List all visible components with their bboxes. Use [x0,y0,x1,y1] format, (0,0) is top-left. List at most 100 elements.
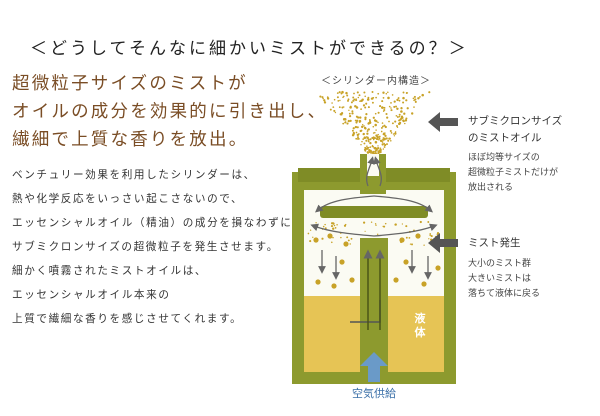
mist-particle [356,126,359,129]
mist-particle [356,133,360,137]
air-supply-label: 空気供給 [352,386,396,400]
small-droplet [423,244,425,246]
mist-particle [366,145,368,147]
mist-title: ミスト発生 [468,236,521,249]
mist-particle [331,102,333,104]
mist-particle [385,137,388,140]
mist-particle [348,109,350,112]
large-droplet [349,277,355,283]
large-droplet [393,277,399,283]
mist-particle [383,146,386,148]
mist-particle [379,151,381,153]
mist-particle [340,92,343,95]
small-droplet [307,232,310,235]
mist-particle [377,121,379,124]
small-droplet [309,240,312,243]
mist-particle [341,90,344,94]
small-droplet [394,223,397,226]
mist-particle [404,122,406,125]
large-droplet [315,279,321,285]
mist-particle [383,143,387,147]
large-droplet [339,259,345,265]
mist-particle [390,109,393,112]
small-droplet [321,237,324,240]
mist-particle [379,147,382,149]
mist-particle [360,143,362,146]
large-droplet [421,281,427,287]
mist-particle [355,137,358,140]
mist-particle [396,116,399,118]
submicron-desc-2: 超微粒子ミストだけが [468,166,558,178]
mist-particle [351,112,354,115]
mist-particle [366,151,369,154]
mist-particle [355,131,358,134]
mist-particle [402,96,405,100]
mist-particle [366,132,369,135]
mist-particle [385,112,388,116]
mist-particle [396,98,399,102]
body-line-6: エッセンシャルオイル本来の [12,289,171,301]
mist-particle [359,100,361,103]
mist-particle [391,122,394,125]
mist-particle [356,119,359,122]
large-droplet [313,237,319,243]
mist-particle [362,138,365,141]
mist-particle [379,139,383,143]
mist-particle [375,120,378,123]
mist-particle [379,148,382,152]
mist-particle [383,107,386,109]
small-droplet [322,225,325,228]
mist-particle [385,92,388,95]
mist-particle [371,97,374,100]
mist-particle [363,126,367,130]
mist-particle [417,97,420,100]
small-droplet [402,240,404,242]
mist-particle [366,130,369,132]
small-droplet [340,236,342,239]
small-droplet [363,221,366,224]
mist-particle [344,121,347,123]
mist-particle [386,143,388,146]
small-droplet [324,227,327,230]
mist-particle [367,138,370,141]
mist-particle [372,132,375,134]
mist-particle [334,111,337,114]
mist-particle [368,148,371,152]
small-droplet [349,243,351,245]
mist-particle [377,111,380,114]
mist-particle [346,94,349,97]
mist-particle [384,125,387,129]
mist-particle [356,91,359,94]
mist-particle [378,135,381,138]
mist-particle [377,133,379,136]
mist-particle [403,112,406,115]
mist-particle [376,146,380,150]
mist-particle [374,112,377,115]
mist-particle [337,100,340,102]
mist-particle [395,114,398,117]
small-droplet [332,236,334,239]
small-droplet [312,236,314,238]
mist-particle [355,106,359,109]
mist-particle [374,123,377,127]
mist-particle [336,92,339,94]
mist-particle [380,130,383,133]
mist-particle [382,91,385,94]
small-droplet [332,222,335,225]
liquid-label: 液 [415,311,427,325]
mist-particle [388,105,391,108]
mist-particle [390,132,393,134]
submicron-pointer-arrow [428,112,458,132]
small-droplet [330,225,334,228]
mist-particle [347,119,350,123]
mist-particle [387,91,389,93]
headline-line-2: オイルの成分を効果的に引き出し、 [12,102,328,122]
mist-droplets [307,220,441,289]
mist-particle [394,132,397,135]
mist-particle [354,125,358,129]
mist-particle [364,95,366,98]
mist-particle [390,140,392,142]
mist-particle [377,92,380,95]
mist-particle [393,135,396,137]
mist-particle [405,117,408,120]
